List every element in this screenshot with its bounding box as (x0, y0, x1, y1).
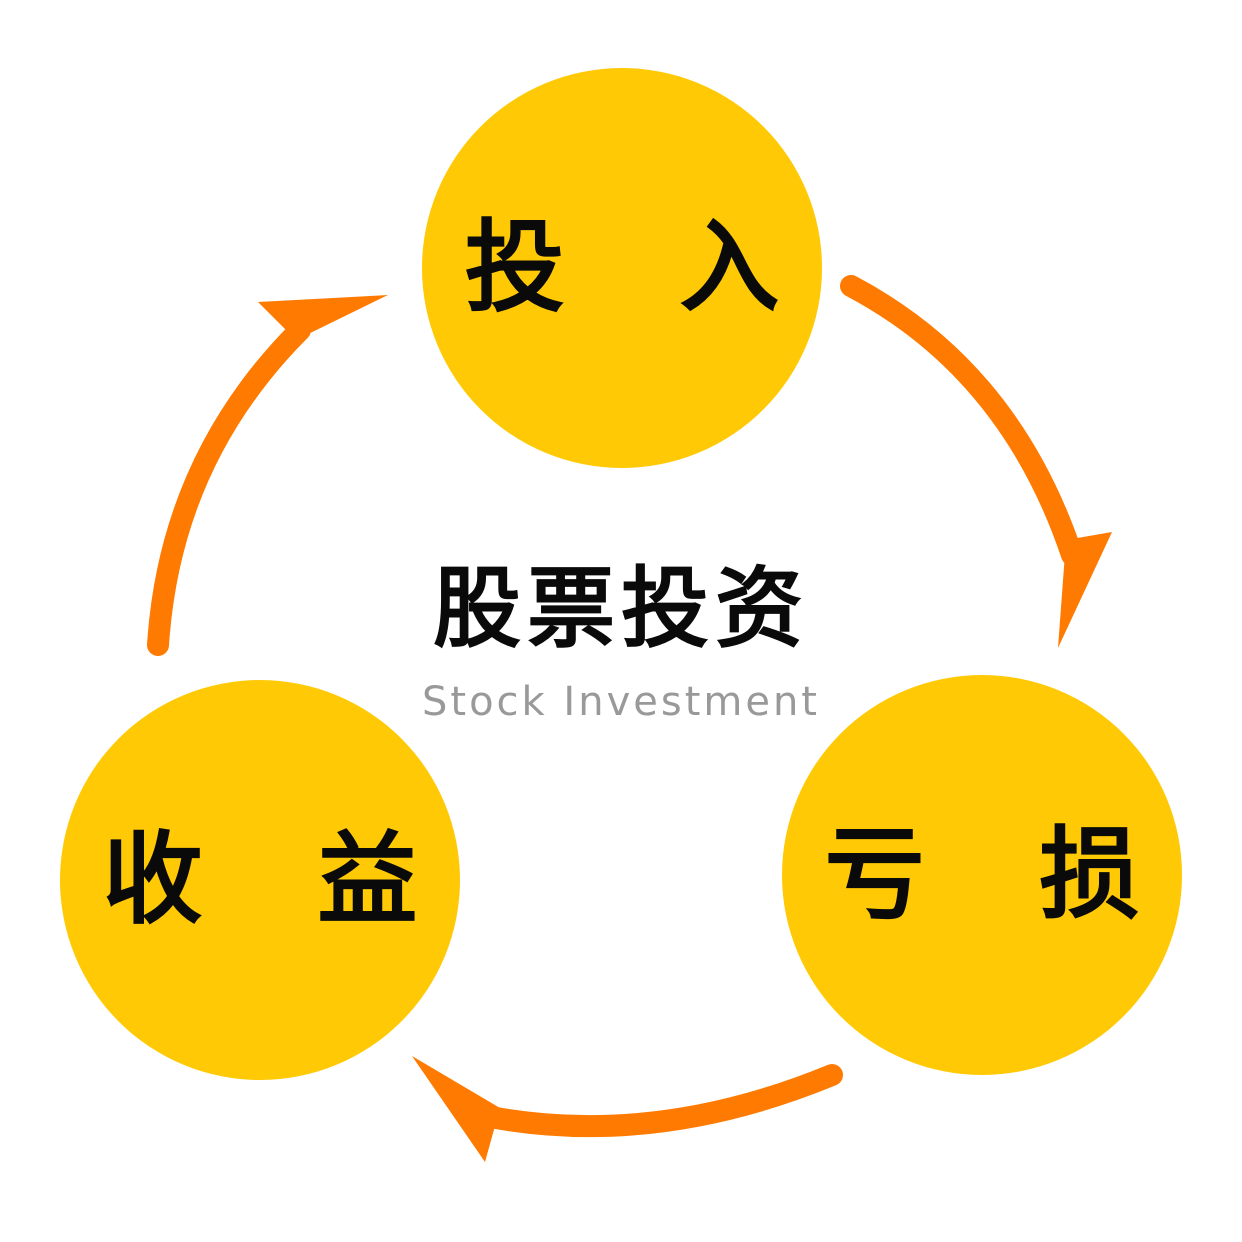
center-title: 股票投资 (432, 557, 809, 660)
node-invest: 投 入 (422, 68, 822, 468)
node-loss: 亏 损 (782, 675, 1182, 1075)
arrow-right-to-left-head (412, 1056, 500, 1162)
arrow-top-to-right-head (1058, 532, 1112, 648)
arrow-left-to-top (147, 319, 311, 656)
node-loss-label: 亏 损 (824, 816, 1180, 933)
node-profit: 收 益 (60, 680, 460, 1080)
node-profit-label: 收 益 (102, 821, 458, 938)
node-invest-label: 投 入 (464, 209, 820, 326)
arrow-top-to-right (840, 275, 1083, 566)
arrow-left-to-top-head (258, 295, 388, 340)
arrow-right-to-left (469, 1064, 843, 1138)
center-subtitle: Stock Investment (422, 679, 820, 725)
